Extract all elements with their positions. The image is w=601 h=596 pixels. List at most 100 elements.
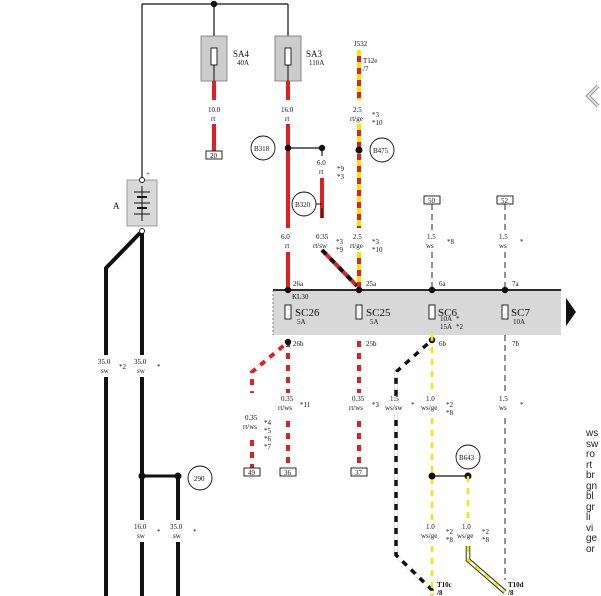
svg-text:ws/ge: ws/ge	[457, 532, 473, 540]
svg-text:*: *	[456, 315, 460, 323]
wire-b320-size: 6.0	[317, 159, 326, 167]
fuse-sc25-rating: 5A	[370, 318, 379, 326]
chevron-left-icon[interactable]	[585, 84, 600, 108]
fuse-sa3-name: SA3	[306, 49, 323, 59]
svg-text:rt/ge: rt/ge	[350, 242, 363, 250]
svg-text:1.5: 1.5	[390, 395, 399, 403]
svg-text:6a: 6a	[439, 280, 447, 288]
wire-25b: 0.35 rt/ws *3 37	[349, 335, 380, 477]
svg-text:37: 37	[355, 469, 363, 477]
svg-text:*2: *2	[119, 363, 127, 371]
wire-26b: 0.35 rt/ws *4 *5 *6 *7 49 0.35 rt/ws *11…	[243, 335, 311, 477]
svg-text:*2: *2	[456, 323, 464, 331]
svg-text:36: 36	[284, 469, 292, 477]
svg-text:35.0: 35.0	[170, 523, 183, 531]
wire-7a: 52 1.5 ws *	[496, 195, 524, 290]
svg-text:26b: 26b	[293, 340, 304, 348]
svg-text:*8: *8	[482, 536, 490, 544]
fuse-sa4: SA4 40A	[200, 35, 250, 82]
svg-text:*2: *2	[446, 401, 454, 409]
connector-t10d-name: T10d	[508, 581, 524, 589]
connector-b320: B320	[291, 191, 317, 217]
svg-text:ws/ge: ws/ge	[421, 532, 437, 540]
svg-text:50: 50	[428, 197, 436, 205]
svg-text:B320: B320	[295, 201, 311, 209]
legend-item: sw	[586, 438, 599, 450]
wire-b320-note2: *3	[337, 173, 345, 181]
wire-cross: 0.35 rt/sw *3 *9	[313, 233, 359, 288]
svg-text:10A: 10A	[440, 315, 452, 323]
svg-text:ws: ws	[499, 404, 507, 412]
svg-text:0.35: 0.35	[245, 414, 258, 422]
connector-t10c-name: T10c	[437, 581, 452, 589]
wire-sa4-out: 10.0 rt 20	[205, 81, 223, 160]
legend-item: rt	[586, 459, 593, 471]
svg-text:sw: sw	[173, 532, 182, 540]
svg-text:rt: rt	[285, 242, 289, 250]
wire-j532-note2: *10	[372, 119, 383, 127]
svg-text:25a: 25a	[366, 280, 377, 288]
connector-b643: B643	[459, 454, 475, 462]
svg-text:*2: *2	[446, 528, 454, 536]
fuse-sc26-rating: 5A	[297, 318, 306, 326]
fuse-sa3: SA3 110A	[274, 35, 324, 82]
svg-text:26a: 26a	[293, 280, 304, 288]
svg-text:*9: *9	[336, 246, 344, 254]
svg-text:*2: *2	[482, 528, 490, 536]
svg-text:7a: 7a	[512, 280, 520, 288]
battery-name: A	[113, 201, 120, 211]
svg-text:sw: sw	[101, 367, 110, 375]
svg-text:0.35: 0.35	[316, 233, 329, 241]
top-feed	[141, 0, 289, 180]
svg-text:49: 49	[248, 469, 256, 477]
svg-text:*5: *5	[264, 427, 272, 435]
svg-text:sw: sw	[137, 532, 146, 540]
connector-t10d-pin: /8	[507, 589, 514, 596]
wire-sa3-color: rt	[285, 115, 289, 123]
legend-item: ge	[586, 533, 598, 544]
terminal-20: 20	[210, 152, 218, 160]
legend-item: bl	[586, 491, 594, 502]
bar-kl30: KL30	[292, 293, 309, 301]
svg-text:rt/ws: rt/ws	[243, 423, 257, 431]
svg-text:35.0: 35.0	[98, 358, 111, 366]
svg-text:1.5: 1.5	[499, 395, 508, 403]
svg-text:6b: 6b	[439, 340, 447, 348]
fuse-bar: 26a 25a 6a 7a KL30 SC26 5A SC25 5A SC6 1…	[272, 280, 576, 348]
svg-text:*11: *11	[300, 401, 311, 409]
svg-text:1.0: 1.0	[426, 523, 435, 531]
svg-text:rt/sw: rt/sw	[313, 242, 328, 250]
fuse-sc25-name: SC25	[366, 307, 391, 319]
fuse-sc7-name: SC7	[511, 307, 530, 319]
svg-text:*: *	[520, 238, 524, 246]
wire-j532-size: 2.5	[353, 106, 362, 114]
wire-6b: 1.5 ws/sw * 1.0 ws/ge *2 *8 B643 1.0 ws/…	[385, 335, 524, 596]
svg-text:*8: *8	[447, 238, 455, 246]
legend-item: ro	[586, 449, 595, 460]
battery-plus: +	[146, 170, 150, 178]
fuse-sc7-rating: 10A	[513, 318, 525, 326]
wire-sa4-size: 10.0	[208, 106, 221, 114]
svg-text:ws/sw: ws/sw	[385, 404, 403, 412]
ground-cables: 35.0 sw *2 35.0 sw * 290 16.0 sw * 35.0 …	[95, 231, 213, 596]
svg-text:1.0: 1.0	[426, 395, 435, 403]
wire-b320-note1: *9	[337, 165, 345, 173]
legend-item: ws	[586, 428, 599, 439]
svg-text:*: *	[157, 363, 161, 371]
legend-item: gr	[586, 501, 595, 513]
svg-text:2.5: 2.5	[353, 233, 362, 241]
svg-text:ws/ge: ws/ge	[421, 404, 437, 412]
fuse-sa3-rating: 110A	[309, 59, 324, 67]
legend-item: gn	[586, 480, 598, 492]
svg-text:1.0: 1.0	[462, 523, 471, 531]
svg-text:*: *	[411, 401, 415, 409]
wire-j532-color: rt/ge	[350, 115, 363, 123]
legend-item: br	[586, 470, 595, 481]
svg-text:15A: 15A	[440, 323, 452, 331]
battery: + A	[113, 170, 158, 234]
fuse-sc6-name: SC6	[438, 307, 457, 319]
wire-sa4-color: rt	[211, 115, 215, 123]
fuse-sc26-name: SC26	[295, 307, 320, 319]
fuse-sa4-rating: 40A	[237, 59, 249, 67]
